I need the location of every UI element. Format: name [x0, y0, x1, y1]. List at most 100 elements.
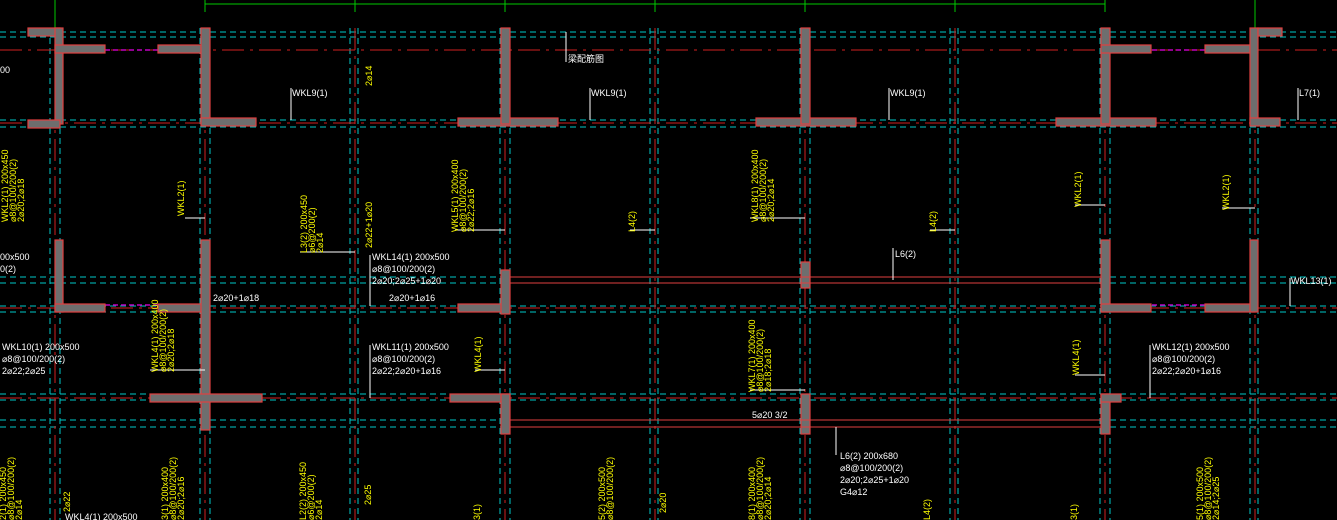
beam-label: 3(1) 200x400 [160, 467, 170, 520]
beam-label: WKL4(1) 200x500 [65, 512, 138, 520]
beam-label: L4(2) [627, 211, 637, 232]
beam-segment [54, 239, 64, 313]
beam-segment [27, 119, 61, 129]
beam-label: ⌀8@100/200(2) [8, 159, 18, 222]
beam-label: WKL2(1) [1221, 174, 1231, 210]
beam-segment [1100, 303, 1152, 313]
beam-label: L6(2) 200x680 [840, 451, 898, 461]
beam-label: 2⌀14 [364, 66, 374, 86]
beam-label: WKL10(1) 200x500 [2, 342, 80, 352]
beam-label: ⌀8@100/200(2) [6, 457, 16, 520]
beam-label: WKL2(1) [1073, 171, 1083, 207]
beam-label: L7(1) [1299, 88, 1320, 98]
beam-segment [1100, 27, 1111, 125]
beams [27, 27, 1283, 435]
beam-segment [1100, 393, 1122, 403]
beam-segment [500, 393, 511, 435]
leader-lines [150, 32, 1299, 455]
beam-label: 2⌀20 [658, 493, 668, 513]
beam-label: 2⌀14;2⌀25 [1211, 477, 1221, 520]
beam-segment [1100, 44, 1152, 54]
beam-label: WKL4(1) 200x400 [150, 299, 160, 372]
beam-label: WKL4(1) [1071, 339, 1081, 375]
beam-label: 3(1) [1069, 504, 1079, 520]
beam-label: 5(2) 200x500 [597, 467, 607, 520]
hidden-beam-lines [105, 49, 1205, 306]
beam-segment [1249, 239, 1259, 313]
dimension-lines [54, 0, 1256, 28]
beam-label: 梁配筋图 [568, 53, 604, 64]
beam-label: WKL2(1) [176, 180, 186, 216]
beam-segment [1204, 44, 1256, 54]
beam-label: 2⌀20;2⌀18 [16, 179, 26, 222]
beam-label: 2⌀14 [14, 500, 24, 520]
beam-label: 2⌀20+1⌀18 [213, 293, 259, 303]
beam-label: WKL8(1) 200x400 [750, 149, 760, 222]
beam-label: 2⌀20;2⌀14 [766, 179, 776, 222]
beam-label: WKL2(1) 200x450 [0, 149, 10, 222]
beam-label: 2⌀14 [315, 233, 325, 253]
beam-segment [200, 27, 211, 125]
beam-segment [200, 239, 211, 431]
beam-label: WKL7(1) 200x400 [747, 319, 757, 392]
beam-segment [1100, 239, 1111, 313]
beam-label: 2(1) 200x450 [0, 467, 8, 520]
beam-label: ⌀6@200(2) [307, 207, 317, 253]
beam-label: ⌀8@100/200(2) [840, 463, 903, 473]
beam-label: 2⌀20;2⌀25+1⌀20 [840, 475, 909, 485]
beam-label: WKL9(1) [890, 88, 926, 98]
beam-label: 2⌀22 [62, 492, 72, 512]
beam-label: 5⌀20 3/2 [752, 410, 787, 420]
beam-label: ⌀6@200(2) [306, 474, 316, 520]
beam-label: 00 [0, 65, 10, 75]
beam-label: 2⌀18;2⌀18 [763, 349, 773, 392]
beam-label: WKL9(1) [591, 88, 627, 98]
beam-segment [800, 27, 811, 125]
beam-label: ⌀8@100/200(2) [458, 169, 468, 232]
beam-label: G4⌀12 [840, 487, 867, 497]
beam-label: 2⌀20;2⌀16 [176, 477, 186, 520]
beam-label: ⌀8@100/200(2) [372, 354, 435, 364]
beam-segment [800, 261, 811, 289]
beam-segment [500, 27, 511, 125]
beam-label: 2⌀14 [314, 500, 324, 520]
beam-label: ⌀8@100/200(2) [755, 457, 765, 520]
beam-label: WKL13(1) [1291, 276, 1332, 286]
beam-label: ⌀8@100/200(2) [2, 354, 65, 364]
beam-label: 2⌀22;2⌀25 [2, 366, 45, 376]
beam-label: ⌀8@100/200(2) [1203, 457, 1213, 520]
beam-label: WKL5(1) 200x400 [450, 159, 460, 232]
beam-label: 2⌀20;2⌀14 [763, 477, 773, 520]
beam-label: ⌀8@100/200(2) [755, 329, 765, 392]
beam-label: 00x500 [0, 252, 30, 262]
beam-label: WKL4(1) [473, 336, 483, 372]
beam-segment [500, 269, 511, 315]
beam-label: 8(1) 200x400 [747, 467, 757, 520]
beam-label: 2⌀20+1⌀16 [389, 293, 435, 303]
beam-label: WKL9(1) [292, 88, 328, 98]
beam-label: 2⌀22;2⌀16 [466, 189, 476, 232]
beam-segment [149, 393, 263, 403]
beam-label: 2⌀25 [363, 485, 373, 505]
beam-label: 0(2) [0, 264, 16, 274]
beam-segment [54, 303, 106, 313]
beam-segment [200, 117, 257, 127]
beam-label: ⌀8@100/200(2) [1152, 354, 1215, 364]
beam-label: L4(2) [928, 211, 938, 232]
beam-label: 2⌀22+1⌀20 [364, 202, 374, 248]
beam-label: ⌀8@100/200(2) [605, 457, 615, 520]
beam-segment [1204, 303, 1256, 313]
beam-labels: 梁配筋图00WKL9(1)WKL9(1)WKL9(1)L7(1)2⌀14WKL2… [0, 53, 1332, 520]
beam-label: 2⌀22;2⌀20+1⌀16 [1152, 366, 1221, 376]
beam-segment [54, 27, 64, 125]
beam-label: L2(2) 200x450 [298, 462, 308, 520]
beam-segment [800, 393, 811, 435]
beam-label: ⌀8@100/200(2) [372, 264, 435, 274]
beam-label: L3(2) 200x450 [299, 195, 309, 253]
beam-label: L6(2) [895, 249, 916, 259]
beam-label: ⌀8@100/200(2) [158, 309, 168, 372]
beam-label: ⌀8@100/200(2) [168, 457, 178, 520]
beam-label: 5(1) 200x500 [1195, 467, 1205, 520]
beam-segment [1257, 27, 1283, 37]
